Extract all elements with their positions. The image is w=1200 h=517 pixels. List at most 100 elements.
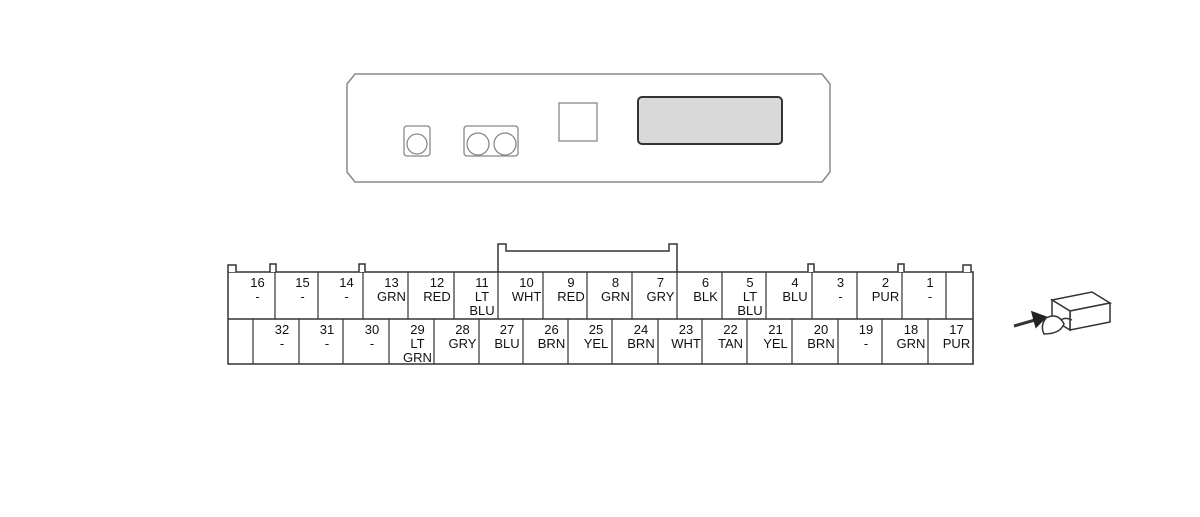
pin-number: 15: [295, 275, 309, 290]
pin-number: 10: [519, 275, 533, 290]
pin-number: 12: [430, 275, 444, 290]
wire-color: RED: [557, 289, 584, 304]
pin-number: 24: [634, 322, 648, 337]
wire-color: GRN: [403, 350, 432, 365]
left-ear: [227, 264, 237, 272]
wire-color: BRN: [538, 336, 565, 351]
wire-color: BLK: [693, 289, 718, 304]
wire-color: LT: [410, 336, 424, 351]
connector-pin-16: 16-: [250, 275, 264, 304]
pin-number: 25: [589, 322, 603, 337]
wire-color: WHT: [512, 289, 542, 304]
connector-top-row: 16-15-14-13GRN12RED11LTBLU10WHT9RED8GRN7…: [250, 272, 947, 319]
connector-pin-31: 31-: [320, 322, 334, 351]
pin-number: 9: [567, 275, 574, 290]
display-screen: [637, 96, 783, 145]
pin-number: 20: [814, 322, 828, 337]
device-front-panel: [346, 73, 831, 183]
wire-color: RED: [423, 289, 450, 304]
jack-dual-icon: [463, 125, 519, 157]
wire-color: -: [344, 289, 348, 304]
wire-color: TAN: [718, 336, 743, 351]
pin-number: 2: [882, 275, 889, 290]
pin-number: 22: [723, 322, 737, 337]
pin-number: 11: [475, 275, 489, 290]
wire-color: PUR: [943, 336, 970, 351]
connector-pin-14: 14-: [339, 275, 353, 304]
pin-number: 5: [746, 275, 753, 290]
wire-color: GRN: [377, 289, 406, 304]
pin-number: 18: [904, 322, 918, 337]
wire-color: -: [325, 336, 329, 351]
connector-pin-1: 1-: [926, 275, 933, 304]
pin-number: 6: [702, 275, 709, 290]
pin-number: 32: [275, 322, 289, 337]
key-notch: [897, 263, 905, 272]
pin-number: 7: [657, 275, 664, 290]
wire-color: WHT: [671, 336, 701, 351]
key-notch: [269, 263, 277, 272]
wire-color: -: [864, 336, 868, 351]
pin-number: 3: [837, 275, 844, 290]
wire-color: GRY: [647, 289, 675, 304]
pin-number: 28: [455, 322, 469, 337]
wire-color: PUR: [872, 289, 899, 304]
wire-color: -: [928, 289, 932, 304]
wire-color: GRY: [449, 336, 477, 351]
connector-pin-32: 32-: [275, 322, 289, 351]
connector-pin-15: 15-: [295, 275, 309, 304]
pin-number: 13: [384, 275, 398, 290]
locking-tab: [497, 243, 678, 272]
pin-number: 31: [320, 322, 334, 337]
wire-color: BLU: [737, 303, 762, 318]
pin-number: 1: [926, 275, 933, 290]
wire-color: -: [280, 336, 284, 351]
pin-number: 19: [859, 322, 873, 337]
wire-color: LT: [743, 289, 757, 304]
wire-color: LT: [475, 289, 489, 304]
pin-number: 4: [791, 275, 798, 290]
wire-color: -: [255, 289, 259, 304]
connector-pin-30: 30-: [365, 322, 379, 351]
connector-bottom-row: 32-31-30-29LTGRN28GRY27BLU26BRN25YEL24BR…: [252, 319, 974, 365]
connector-body: [227, 271, 974, 365]
key-notch: [807, 263, 815, 272]
pin-number: 30: [365, 322, 379, 337]
key-notch: [358, 263, 366, 272]
pin-number: 26: [544, 322, 558, 337]
connector-pin-19: 19-: [859, 322, 873, 351]
pin-number: 16: [250, 275, 264, 290]
right-ear: [962, 264, 972, 272]
wire-color: BRN: [627, 336, 654, 351]
wire-color: YEL: [584, 336, 609, 351]
wire-color: BRN: [807, 336, 834, 351]
wire-color: -: [300, 289, 304, 304]
wire-color: -: [370, 336, 374, 351]
pin-number: 27: [500, 322, 514, 337]
wire-color: BLU: [494, 336, 519, 351]
wire-color: -: [838, 289, 842, 304]
view-direction-icon: [1013, 291, 1113, 335]
square-button-icon: [558, 102, 598, 142]
